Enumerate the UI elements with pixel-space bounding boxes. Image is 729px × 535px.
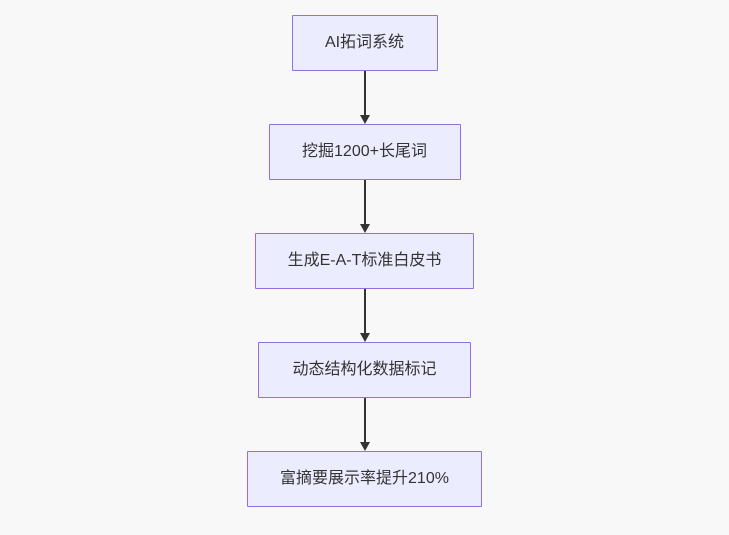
arrow-line [363,289,366,335]
arrowhead-icon [359,115,370,124]
node-label: 富摘要展示率提升210% [280,470,449,487]
flow-node-step-2: 挖掘1200+长尾词 [268,124,461,180]
edge-connector-3 [357,289,373,342]
edge-connector-2 [357,180,373,233]
flow-node-step-3: 生成E-A-T标准白皮书 [255,233,474,289]
arrowhead-icon [359,333,370,342]
flow-node-step-1: AI拓词系统 [291,15,438,71]
edge-connector-1 [357,71,373,124]
arrow-line [363,71,366,117]
arrow-line [363,180,366,226]
arrowhead-icon [359,442,370,451]
node-label: 挖掘1200+长尾词 [302,143,427,160]
edge-connector-4 [357,398,373,451]
flow-node-step-4: 动态结构化数据标记 [258,342,471,398]
flow-node-step-5: 富摘要展示率提升210% [247,451,482,507]
arrowhead-icon [359,224,370,233]
node-label: AI拓词系统 [324,34,405,51]
node-label: 动态结构化数据标记 [292,361,437,378]
node-label: 生成E-A-T标准白皮书 [287,252,442,269]
arrow-line [363,398,366,444]
